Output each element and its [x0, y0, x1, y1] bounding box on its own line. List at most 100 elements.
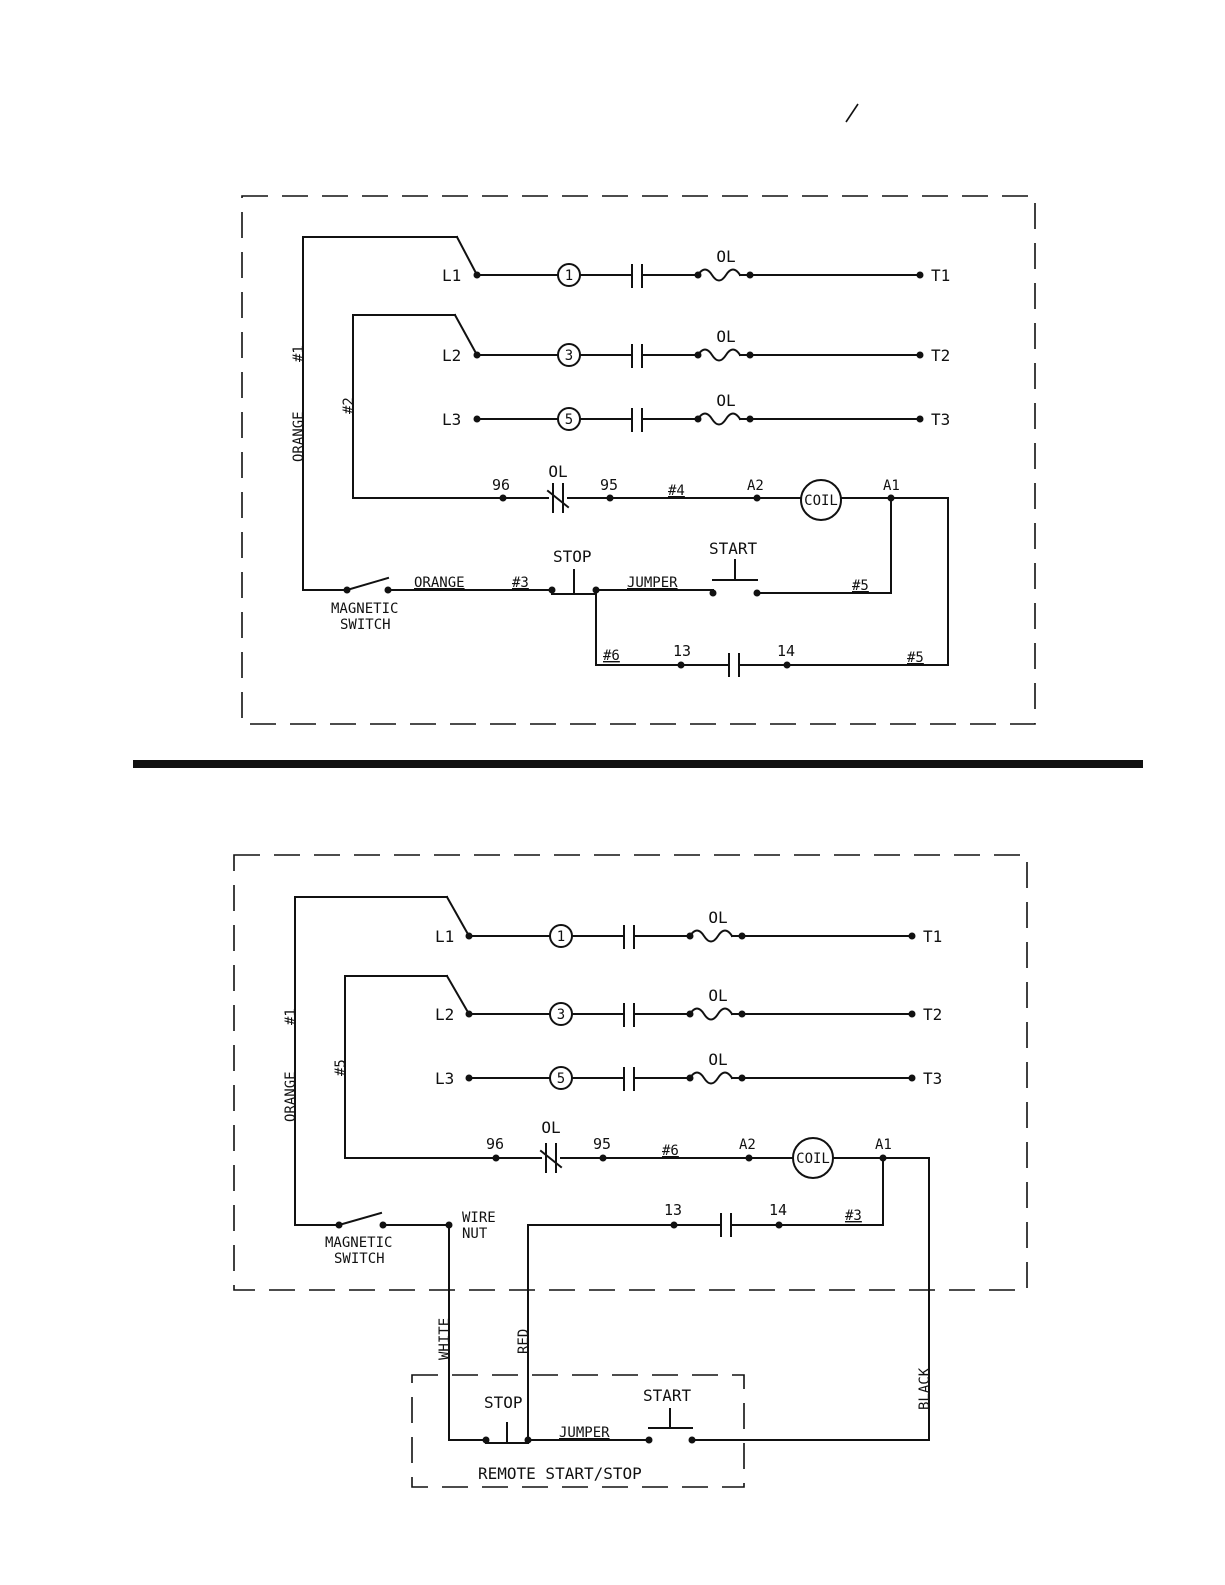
d1-pt-13: 13	[673, 642, 691, 660]
d1-wire-4-label: #4	[668, 483, 685, 499]
d2-node	[909, 1011, 916, 1018]
d1-wire-2	[353, 315, 503, 498]
d1-orange-label-2: ORANGE	[414, 575, 465, 591]
d1-label-t2: T2	[931, 346, 950, 365]
d1-label-l1: L1	[442, 266, 461, 285]
d2-pt-14: 14	[769, 1201, 787, 1219]
d2-pt-96: 96	[486, 1135, 504, 1153]
d1-pt-14: 14	[777, 642, 795, 660]
d2-remote-label: REMOTE START/STOP	[478, 1464, 642, 1483]
d2-overload-heater	[690, 1073, 732, 1084]
d1-pt-96: 96	[492, 476, 510, 494]
d1-stop-label: STOP	[553, 547, 592, 566]
d2-orange-label: ORANGE	[283, 1071, 299, 1122]
d1-orange-label: ORANGE	[291, 411, 307, 462]
d2-remote-start-stop: STOP JUMPER START REMOTE START/STOP	[412, 1375, 744, 1487]
d1-node	[917, 272, 924, 279]
d2-label-t2: T2	[923, 1005, 942, 1024]
d1-label-t1: T1	[931, 266, 950, 285]
d2-wire-3-label: #3	[845, 1208, 862, 1224]
d1-wire-5b-label: #5	[907, 650, 924, 666]
d2-wire-white	[449, 1225, 486, 1440]
diagram-1: L1 1 OL T1 L2 3	[242, 196, 1035, 724]
d2-wire-black	[692, 1158, 929, 1440]
d2-wire-label: WIRE	[462, 1210, 496, 1226]
d1-row-l3: L3 5 OL T3	[442, 391, 950, 431]
d1-circle-3-label: 3	[565, 348, 573, 364]
d2-magnetic-label: MAGNETIC	[325, 1235, 392, 1251]
d2-red-label: RED	[516, 1329, 532, 1354]
d2-control-circuit: 96 OL 95 #6 A2 COIL A1 #3 14	[486, 1118, 933, 1440]
d2-circle-1-label: 1	[557, 929, 565, 945]
d2-wire-1-label: #1	[283, 1008, 299, 1025]
d1-jumper-label: JUMPER	[627, 575, 678, 591]
d1-pt-a2: A2	[747, 478, 764, 494]
d2-start-label: START	[643, 1386, 692, 1405]
d1-node	[917, 352, 924, 359]
d1-switch-label: SWITCH	[340, 617, 391, 633]
d2-pt-95: 95	[593, 1135, 611, 1153]
d1-ol-label: OL	[548, 462, 567, 481]
d2-ol-label: OL	[708, 908, 727, 927]
d2-label-l1: L1	[435, 927, 454, 946]
d2-wire-1-orange	[295, 897, 447, 1225]
d1-node	[917, 416, 924, 423]
d2-node	[909, 933, 916, 940]
d2-jumper-label: JUMPER	[559, 1425, 610, 1441]
d2-nut-label: NUT	[462, 1226, 488, 1242]
d2-row-l1: L1 1 OL T1	[435, 908, 942, 948]
d1-node	[710, 590, 717, 597]
d2-overload-heater	[690, 931, 732, 942]
d1-coil-label: COIL	[804, 493, 838, 509]
d1-label-t3: T3	[931, 410, 950, 429]
d2-ol-label: OL	[708, 986, 727, 1005]
d1-circle-5-label: 5	[565, 412, 573, 428]
d1-wire-5	[757, 498, 891, 593]
d2-node	[909, 1075, 916, 1082]
d1-ol-label: OL	[716, 247, 735, 266]
d2-white-label: WHITE	[437, 1318, 453, 1360]
d2-node	[646, 1437, 653, 1444]
d2-ol-label: OL	[541, 1118, 560, 1137]
d2-wire-5	[345, 976, 496, 1158]
d2-pt-a1: A1	[875, 1137, 892, 1153]
d1-overload-heater	[698, 350, 740, 361]
section-separator	[133, 760, 1143, 768]
d2-overload-heater	[690, 1009, 732, 1020]
d2-circle-5-label: 5	[557, 1071, 565, 1087]
d1-wire-3-label: #3	[512, 575, 529, 591]
d1-ol-label: OL	[716, 327, 735, 346]
d1-label-l3: L3	[442, 410, 461, 429]
d2-pt-a2: A2	[739, 1137, 756, 1153]
d1-magnetic-label: MAGNETIC	[331, 601, 398, 617]
d1-label-l2: L2	[442, 346, 461, 365]
d2-ol-contact	[541, 1151, 561, 1167]
d1-start-stop-circuit: MAGNETIC SWITCH ORANGE #3 STOP JUMPER ST…	[331, 539, 924, 676]
d1-ol-label: OL	[716, 391, 735, 410]
d2-magnetic-switch-group: MAGNETIC SWITCH WIRE NUT WHITE	[325, 1210, 496, 1440]
d1-overload-heater	[698, 414, 740, 425]
d2-label-t3: T3	[923, 1069, 942, 1088]
d2-stop-label: STOP	[484, 1393, 523, 1412]
d2-row-l2: L2 3 OL T2	[435, 986, 942, 1026]
d1-row-l2: L2 3 OL T2	[442, 327, 950, 367]
d1-overload-heater	[698, 270, 740, 281]
d1-wire-1-label: #1	[291, 345, 307, 362]
d2-wire-5-label: #5	[333, 1059, 349, 1076]
d2-circle-3-label: 3	[557, 1007, 565, 1023]
d1-wire-6-label: #6	[603, 648, 620, 664]
d1-node	[784, 662, 791, 669]
d1-wire-1-orange	[303, 237, 457, 590]
d2-row-l3: L3 5 OL T3	[435, 1050, 942, 1090]
d1-start-label: START	[709, 539, 758, 558]
d1-ol-contact	[548, 491, 568, 507]
d2-ol-label: OL	[708, 1050, 727, 1069]
d2-wire-6-label: #6	[662, 1143, 679, 1159]
d1-row-l1: L1 1 OL T1	[442, 247, 950, 287]
d2-node	[689, 1437, 696, 1444]
d2-label-l2: L2	[435, 1005, 454, 1024]
d1-pt-a1: A1	[883, 478, 900, 494]
d1-wire-5-label: #5	[852, 578, 869, 594]
d1-magnetic-switch	[347, 578, 388, 590]
